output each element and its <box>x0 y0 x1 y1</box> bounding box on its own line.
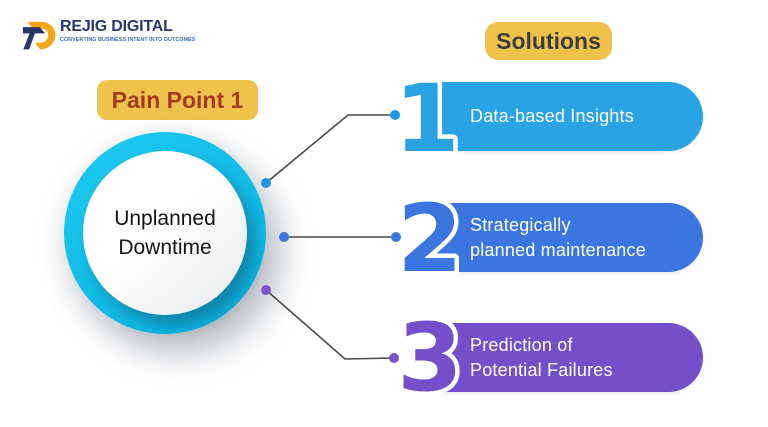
pain-point-circle: Unplanned Downtime <box>64 132 266 334</box>
rejig-logo-icon <box>22 21 56 50</box>
connector-dot-3-end <box>389 353 399 363</box>
connector-dot-2-start <box>279 232 289 242</box>
pain-point-heading: Pain Point 1 <box>97 80 258 120</box>
pain-point-circle-inner: Unplanned Downtime <box>83 151 247 315</box>
solution-2-text-line2: planned maintenance <box>470 239 646 260</box>
solutions-heading: Solutions <box>485 22 612 60</box>
logo-name: REJIG DIGITAL <box>60 18 173 35</box>
pain-topic-line2: Downtime <box>118 236 212 259</box>
connector-line-3 <box>265 289 395 360</box>
logo-tagline: CONVERTING BUSINESS INTENT INTO OUTCOMES <box>60 37 196 43</box>
pain-topic-line1: Unplanned <box>114 207 216 230</box>
solution-3-text-line1: Prediction of <box>470 334 573 355</box>
solution-bar-2: Strategically planned maintenance <box>437 203 703 272</box>
logo: REJIG DIGITAL CONVERTING BUSINESS INTENT… <box>20 18 195 52</box>
connector-dot-3-start <box>261 285 271 295</box>
connector-dot-2-end <box>391 232 401 242</box>
connector-dot-1-end <box>390 110 400 120</box>
pain-topic: Unplanned Downtime <box>114 204 216 262</box>
solution-3-text-line2: Potential Failures <box>470 359 613 380</box>
solution-bar-1: Data-based Insights <box>437 82 703 151</box>
logo-text: REJIG DIGITAL CONVERTING BUSINESS INTENT… <box>60 18 195 43</box>
connector-dot-1-start <box>261 178 271 188</box>
solution-2-text-line1: Strategically <box>470 214 571 235</box>
connector-line-1 <box>265 114 395 184</box>
solution-bar-3: Prediction of Potential Failures <box>437 323 703 392</box>
solution-1-text-line1: Data-based Insights <box>470 106 634 126</box>
logo-swoosh-shape <box>27 21 56 50</box>
logo-r-shape <box>22 27 46 50</box>
